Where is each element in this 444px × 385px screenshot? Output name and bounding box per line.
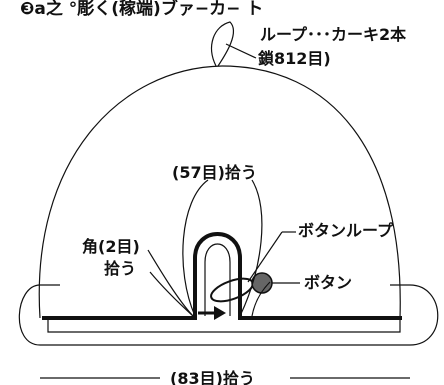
loop-leader-line (225, 43, 257, 59)
leader-corner-2 (149, 271, 194, 317)
leader-57-right (239, 179, 263, 317)
leader-button-loop (247, 231, 283, 283)
pickup-83-label: (83目)拾う (170, 369, 255, 385)
button-loop (210, 277, 254, 303)
corner-label-line1: 角(2目) (82, 237, 140, 256)
button-label: ボタン (304, 273, 352, 292)
pickup-57-label: (57目)拾う (172, 163, 257, 182)
button-loop-label: ボタンループ (298, 221, 394, 240)
brim-inner (47, 317, 401, 333)
loop-label-line1: ループ･･･カーキ2本 (260, 25, 406, 44)
placket-inner (204, 243, 231, 316)
brim-band (18, 284, 439, 346)
direction-arrow-head (214, 306, 226, 320)
hood-outline (38, 65, 401, 319)
placket-edge (42, 232, 402, 320)
leader-corner-1 (147, 249, 194, 317)
leader-57-left (182, 179, 209, 317)
corner-label-line2: 拾う (104, 259, 136, 278)
header-title: ❸a之 °彫く(稼端)ブァ−カ− ト (20, 0, 263, 19)
loop-label-line2: 鎖812目) (258, 49, 331, 68)
hanging-loop (211, 21, 235, 67)
leader-corner-3 (251, 281, 271, 317)
